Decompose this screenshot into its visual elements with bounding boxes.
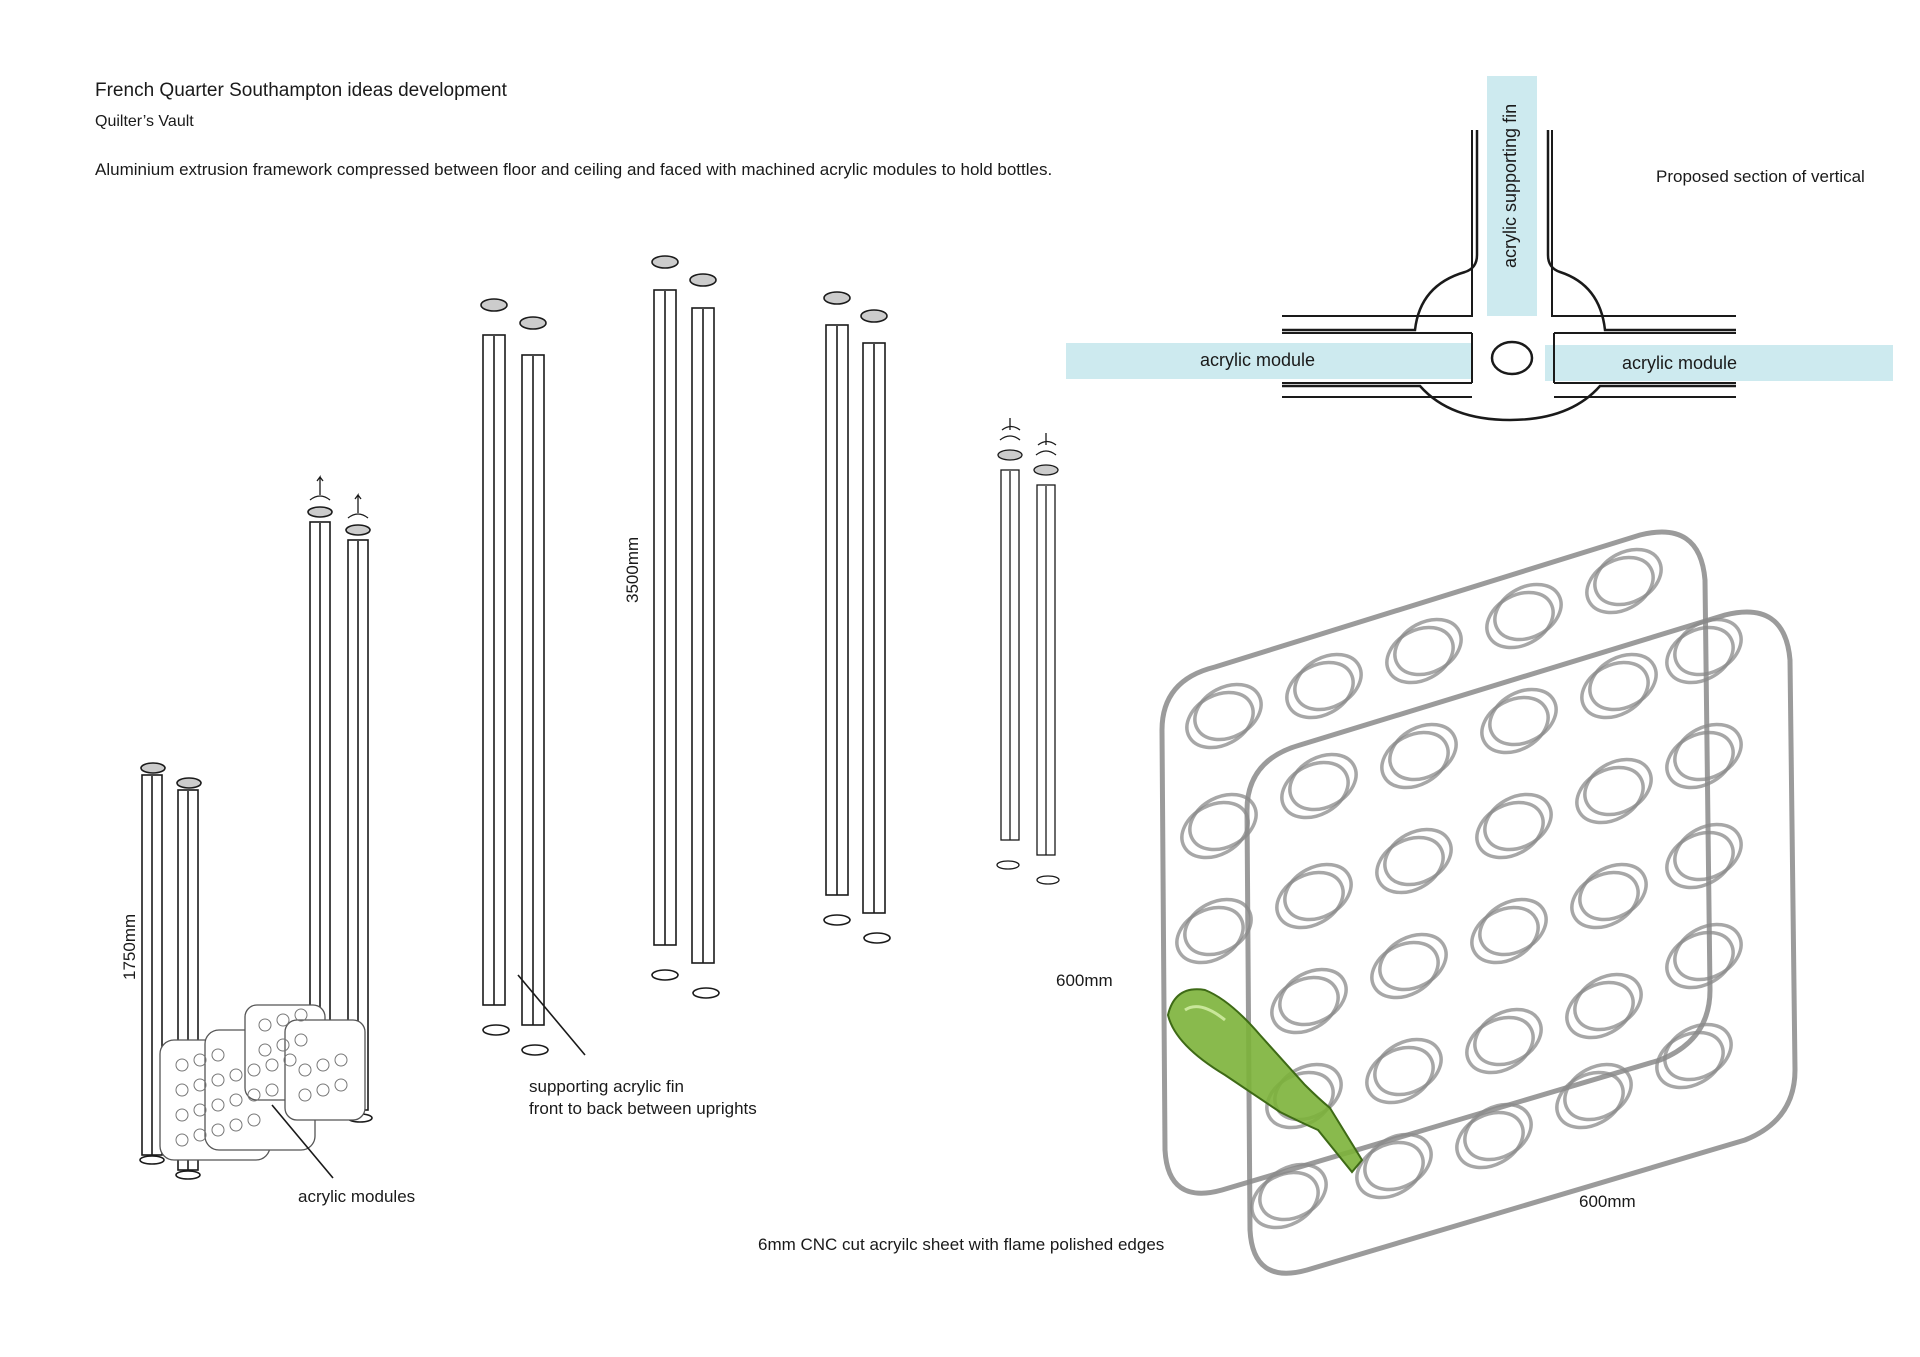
fin-label-line-2: front to back between uprights <box>529 1099 757 1118</box>
uprights <box>139 255 1060 1180</box>
modules-label: acrylic modules <box>298 1187 416 1206</box>
rotate-arrow-icon <box>309 475 369 519</box>
modules-leader-line <box>271 1104 334 1179</box>
bottle-holes <box>1175 547 1743 1230</box>
section-core-hole <box>1490 340 1534 376</box>
dimension-label-600-bottom: 600mm <box>1579 1192 1636 1211</box>
section-outline <box>1282 130 1736 422</box>
upright-pair-d <box>651 255 720 999</box>
upright-pair-c <box>480 298 549 1056</box>
acrylic-module-panels <box>159 1004 366 1161</box>
upright-pair-with-modules <box>159 475 373 1161</box>
sheet-back-outline <box>1159 529 1713 1196</box>
fin-label-line-1: supporting acrylic fin <box>529 1077 684 1096</box>
section-caption: Proposed section of vertical <box>1656 167 1865 186</box>
module-band-left <box>1066 343 1472 379</box>
page-title: French Quarter Southampton ideas develop… <box>95 80 507 101</box>
upright-pair-f <box>996 418 1060 885</box>
vertical-section-diagram <box>1066 76 1893 422</box>
rotate-arrow-icon <box>999 418 1057 456</box>
sheet-note-label: 6mm CNC cut acryilc sheet with flame pol… <box>758 1235 1165 1254</box>
section-inner-lines <box>1282 130 1736 398</box>
wine-bottle-icon <box>1166 988 1364 1174</box>
upright-pair-e <box>823 291 891 944</box>
page-subtitle: Quilter’s Vault <box>95 113 194 130</box>
acrylic-sheet-drawing <box>1159 529 1798 1276</box>
supporting-fin-band <box>1487 76 1537 316</box>
module-band-right <box>1545 345 1893 381</box>
section-label-module-right: acrylic module <box>1622 353 1738 373</box>
section-label-module-left: acrylic module <box>1200 350 1316 370</box>
page-description: Aluminium extrusion framework compressed… <box>95 160 1053 179</box>
sheet-front-outline <box>1244 609 1798 1276</box>
dimension-label-1750: 1750mm <box>120 913 139 980</box>
dimension-label-3500: 3500mm <box>623 536 642 603</box>
section-label-supporting-fin: acrylic supporting fin <box>1500 103 1520 268</box>
dimension-label-600-left: 600mm <box>1056 971 1113 990</box>
fin-leader-line <box>517 974 586 1056</box>
